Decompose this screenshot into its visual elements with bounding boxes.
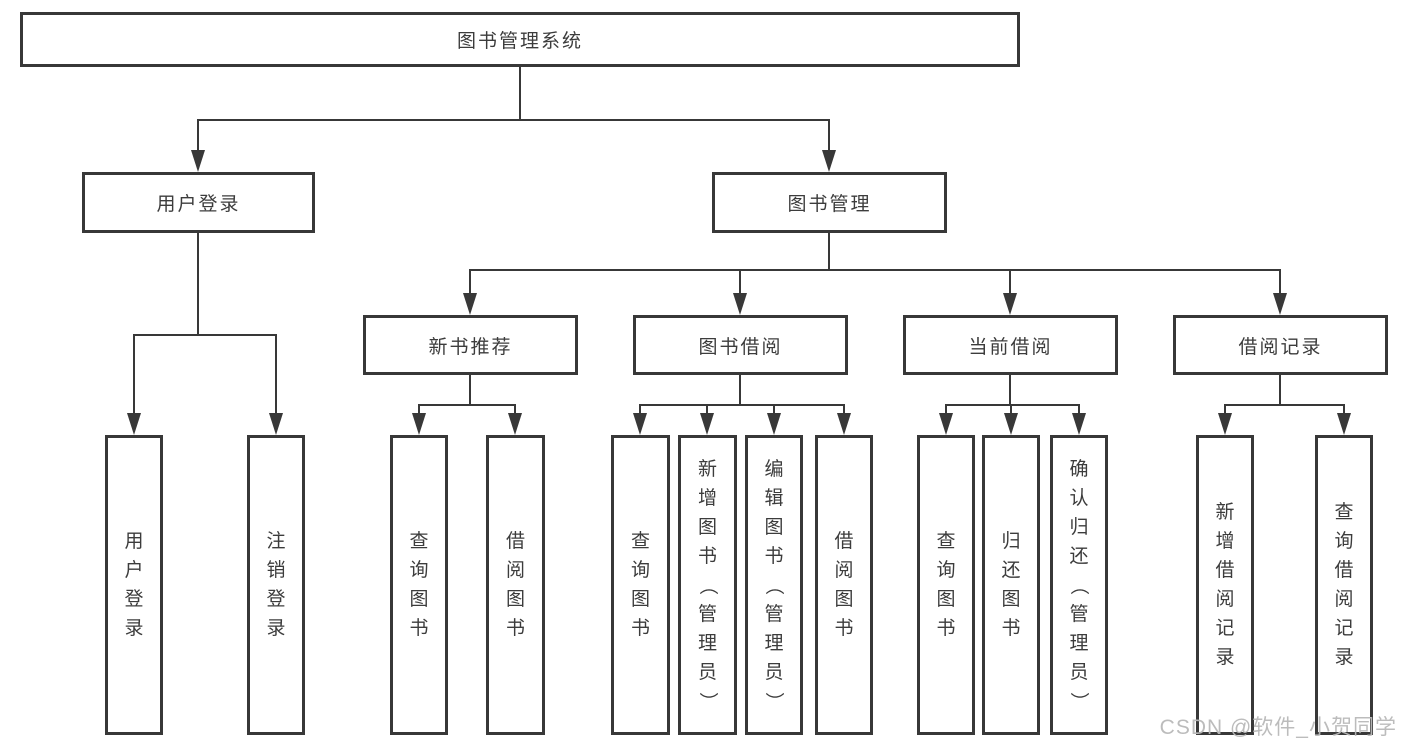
leaf-add-borrow-record: 新增借阅记录 [1196, 435, 1254, 735]
arrow-down-icon [1003, 293, 1017, 315]
node-new-book-recommend: 新书推荐 [363, 315, 578, 375]
arrow-down-icon [1218, 413, 1232, 435]
leaf-label: 新增图书（管理员） [696, 458, 718, 711]
leaf-logout-login: 注销登录 [247, 435, 305, 735]
connector-line [773, 405, 775, 415]
connector-line [1279, 375, 1281, 405]
leaf-label: 查询图书 [630, 531, 650, 639]
connector-line [1224, 405, 1226, 415]
arrow-down-icon [822, 150, 836, 172]
node-label: 图书管理 [787, 194, 872, 215]
connector-line [469, 269, 1281, 271]
connector-line [945, 404, 1080, 406]
connector-line [133, 335, 135, 415]
connector-line [843, 405, 845, 415]
connector-line [828, 120, 830, 152]
arrow-down-icon [463, 293, 477, 315]
arrow-down-icon [1273, 293, 1287, 315]
connector-line [418, 405, 420, 415]
arrow-down-icon [269, 413, 283, 435]
node-label: 图书管理系统 [456, 31, 583, 52]
node-current-borrowing: 当前借阅 [903, 315, 1118, 375]
connector-line [1009, 270, 1011, 295]
arrow-down-icon [767, 413, 781, 435]
connector-line [1078, 405, 1080, 415]
leaf-query-books-borrowing: 查询图书 [611, 435, 670, 735]
arrow-down-icon [1337, 413, 1351, 435]
connector-line [739, 375, 741, 405]
arrow-down-icon [127, 413, 141, 435]
connector-line [514, 405, 516, 415]
connector-line [197, 119, 830, 121]
connector-line [469, 270, 471, 295]
leaf-borrow-books-recommend: 借阅图书 [486, 435, 545, 735]
connector-line [639, 404, 845, 406]
leaf-label: 查询图书 [936, 531, 956, 639]
node-user-login: 用户登录 [82, 172, 315, 233]
leaf-label: 用户登录 [124, 531, 144, 639]
connector-line [275, 335, 277, 415]
node-book-borrowing: 图书借阅 [633, 315, 848, 375]
arrow-down-icon [633, 413, 647, 435]
connector-line [945, 405, 947, 415]
leaf-query-books-recommend: 查询图书 [390, 435, 448, 735]
watermark: CSDN @软件_小贺同学 [1159, 716, 1397, 739]
leaf-confirm-return-admin: 确认归还（管理员） [1050, 435, 1108, 735]
leaf-label: 注销登录 [266, 531, 286, 639]
leaf-label: 借阅图书 [505, 531, 525, 639]
connector-line [469, 375, 471, 405]
connector-line [639, 405, 641, 415]
arrow-down-icon [939, 413, 953, 435]
connector-line [706, 405, 708, 415]
connector-line [133, 334, 277, 336]
connector-line [1279, 270, 1281, 295]
connector-line [828, 233, 830, 270]
arrow-down-icon [508, 413, 522, 435]
connector-line [418, 404, 516, 406]
leaf-user-login: 用户登录 [105, 435, 163, 735]
node-borrowing-records: 借阅记录 [1173, 315, 1388, 375]
connector-line [197, 120, 199, 152]
connector-line [1224, 404, 1345, 406]
arrow-down-icon [1072, 413, 1086, 435]
arrow-down-icon [837, 413, 851, 435]
node-book-management: 图书管理 [712, 172, 947, 233]
node-label: 借阅记录 [1238, 336, 1323, 358]
node-label: 用户登录 [156, 194, 241, 215]
arrow-down-icon [700, 413, 714, 435]
leaf-return-books: 归还图书 [982, 435, 1040, 735]
connector-line [739, 270, 741, 295]
connector-line [197, 233, 199, 335]
arrow-down-icon [412, 413, 426, 435]
leaf-label: 查询图书 [409, 531, 429, 639]
leaf-add-books-admin: 新增图书（管理员） [678, 435, 737, 735]
leaf-borrow-books-borrowing: 借阅图书 [815, 435, 873, 735]
leaf-label: 编辑图书（管理员） [763, 458, 785, 711]
arrow-down-icon [1004, 413, 1018, 435]
leaf-label: 确认归还（管理员） [1068, 458, 1090, 711]
node-library-management-system: 图书管理系统 [20, 12, 1020, 67]
leaf-label: 查询借阅记录 [1334, 502, 1354, 668]
leaf-label: 归还图书 [1001, 531, 1021, 639]
leaf-query-books-current: 查询图书 [917, 435, 975, 735]
node-label: 图书借阅 [698, 336, 783, 358]
arrow-down-icon [191, 150, 205, 172]
leaf-label: 借阅图书 [834, 531, 854, 639]
leaf-label: 新增借阅记录 [1215, 502, 1235, 668]
connector-line [1343, 405, 1345, 415]
leaf-query-borrow-record: 查询借阅记录 [1315, 435, 1373, 735]
connector-line [1009, 375, 1011, 405]
connector-line [1010, 405, 1012, 415]
node-label: 当前借阅 [968, 336, 1053, 358]
arrow-down-icon [733, 293, 747, 315]
connector-line [519, 67, 521, 120]
leaf-edit-books-admin: 编辑图书（管理员） [745, 435, 803, 735]
node-label: 新书推荐 [428, 336, 513, 358]
